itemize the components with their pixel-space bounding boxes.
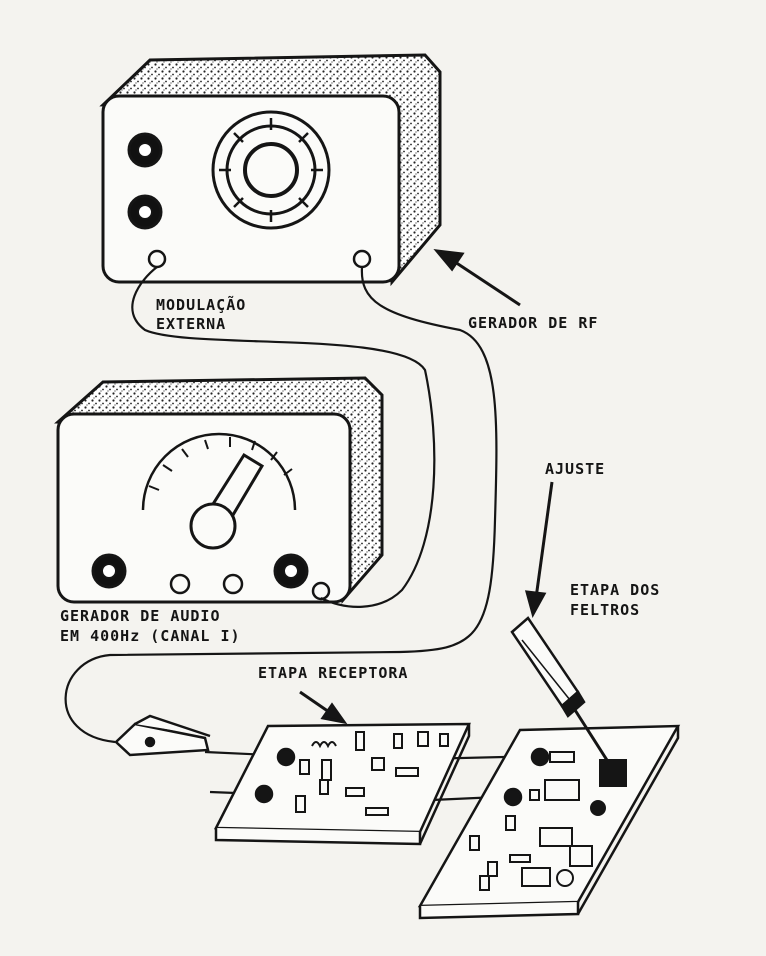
etapa-filtros-label-line2: FELTROS <box>570 601 641 619</box>
audio-generator-icon <box>54 376 384 605</box>
rf-generator-icon <box>99 53 442 287</box>
alligator-clip-icon <box>114 714 211 757</box>
etapa-receptora-label: ETAPA RECEPTORA <box>258 664 409 682</box>
gerador-audio-label-line2: EM 400Hz (CANAL I) <box>60 627 241 645</box>
filter-board <box>417 724 681 920</box>
gerador-rf-label: GERADOR DE RF <box>468 314 599 332</box>
modulacao-label-line2: EXTERNA <box>156 315 227 333</box>
receiver-board <box>213 722 471 846</box>
ajuste-label: AJUSTE <box>545 460 606 478</box>
screwdriver-icon <box>510 616 614 769</box>
arrows <box>299 249 554 725</box>
modulacao-label-line1: MODULAÇÃO <box>156 296 247 314</box>
gerador-audio-label-line1: GERADOR DE AUDIO <box>60 607 221 625</box>
etapa-filtros-label-line1: ETAPA DOS <box>570 581 661 599</box>
